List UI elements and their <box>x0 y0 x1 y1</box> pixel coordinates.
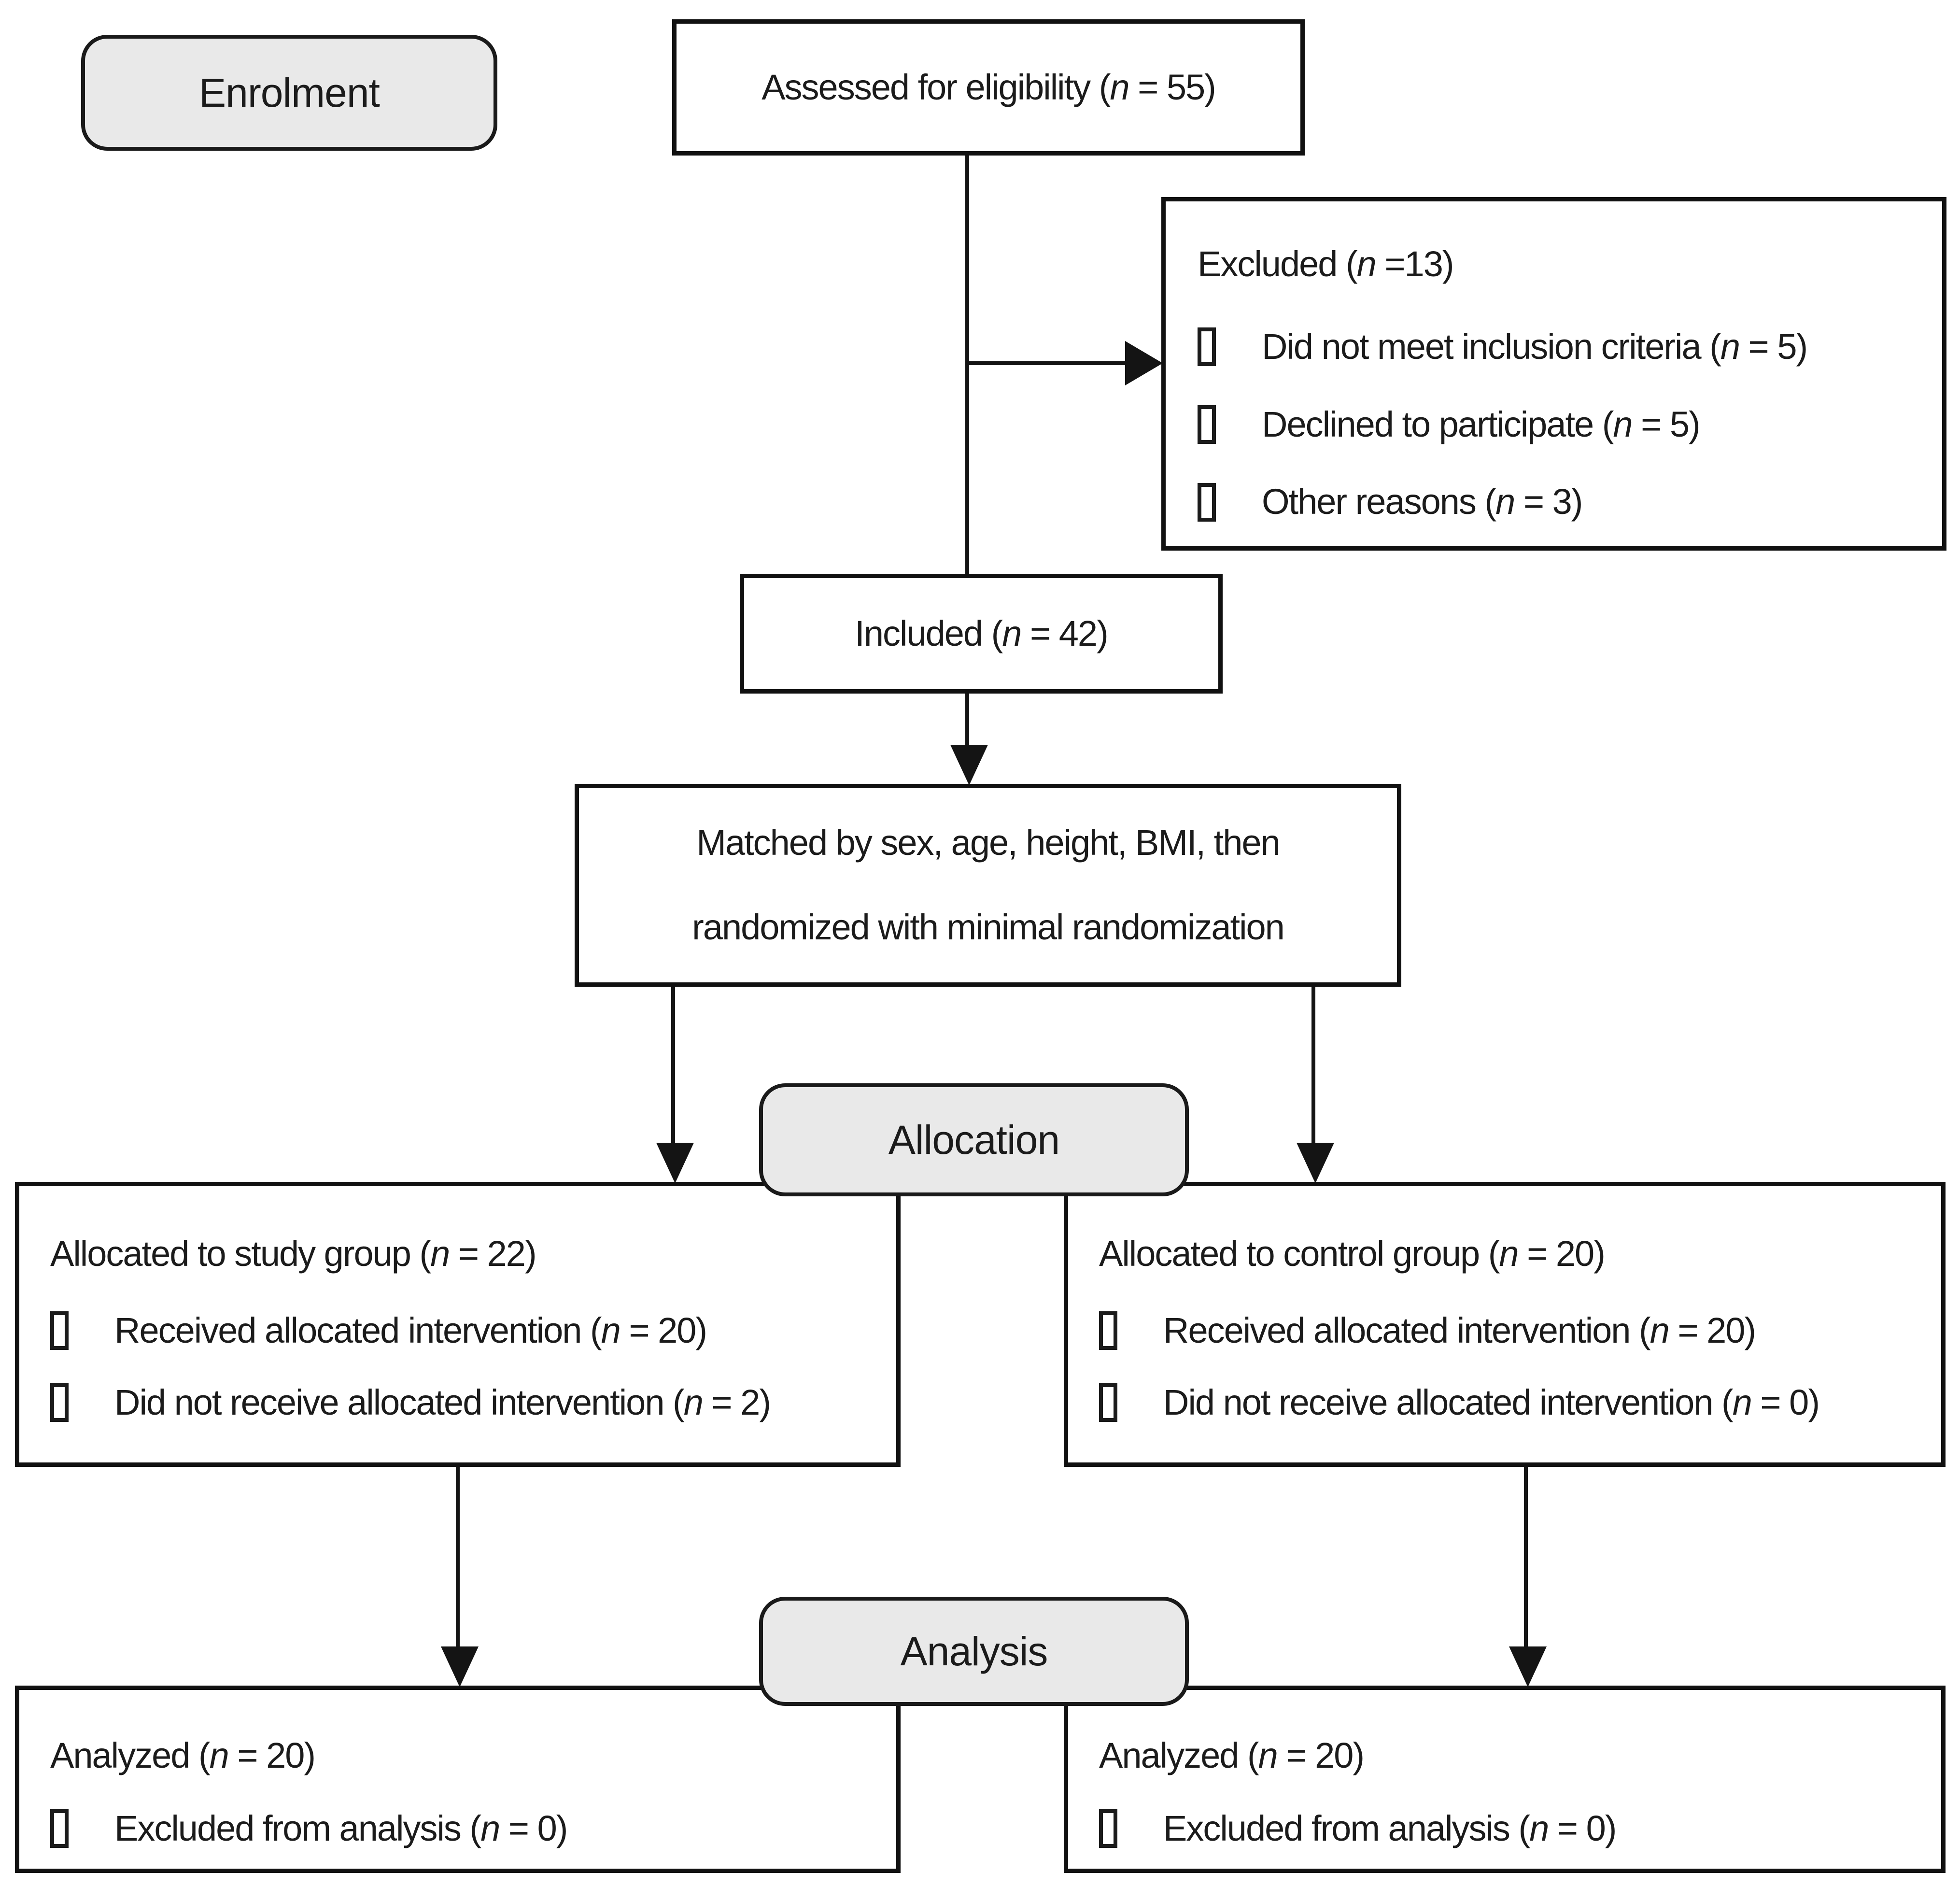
list-item: Declined to participate (n = 5) <box>1198 403 1923 446</box>
control-allocation-box: Allocated to control group (n = 20) Rece… <box>1064 1182 1946 1467</box>
connector-matched-to-study <box>671 987 675 1146</box>
connector-matched-to-control <box>1311 987 1315 1146</box>
excluded-item-text: Did not meet inclusion criteria (n = 5) <box>1262 326 1808 367</box>
study-analysis-box: Analyzed (n = 20) Excluded from analysis… <box>15 1686 901 1873</box>
control-analysis-box: Analyzed (n = 20) Excluded from analysis… <box>1064 1686 1946 1873</box>
excluded-item-text: Declined to participate (n = 5) <box>1262 404 1701 444</box>
arrowhead-matched-icon <box>950 745 988 785</box>
connector-included-to-matched <box>965 694 969 749</box>
excluded-title: Excluded (n =13) <box>1198 244 1454 284</box>
list-item: Received allocated intervention (n = 20) <box>50 1309 882 1352</box>
enrolment-banner-label: Enrolment <box>199 70 380 115</box>
arrowhead-excluded-icon <box>1125 341 1163 385</box>
bullet-square-icon <box>50 1809 69 1848</box>
bullet-square-icon <box>1099 1809 1117 1848</box>
excluded-item-text: Other reasons (n = 3) <box>1262 482 1583 522</box>
randomization-box: Matched by sex, age, height, BMI, then r… <box>575 784 1401 987</box>
analysis-banner: Analysis <box>759 1597 1189 1706</box>
study-allocation-title: Allocated to study group (n = 22) <box>50 1234 537 1274</box>
list-item: Did not meet inclusion criteria (n = 5) <box>1198 326 1923 369</box>
study-allocation-box: Allocated to study group (n = 22) Receiv… <box>15 1182 901 1467</box>
bullet-square-icon <box>1099 1383 1117 1422</box>
control-analysis-item-text: Excluded from analysis (n = 0) <box>1163 1808 1617 1848</box>
arrowhead-control-allocation-icon <box>1297 1143 1334 1183</box>
list-item: Did not receive allocated intervention (… <box>50 1381 882 1424</box>
included-text: Included (n = 42) <box>855 613 1108 653</box>
arrowhead-study-analysis-icon <box>441 1646 479 1687</box>
study-allocation-item-text: Received allocated intervention (n = 20) <box>114 1310 707 1350</box>
list-item: Did not receive allocated intervention (… <box>1099 1381 1927 1424</box>
list-item: Excluded from analysis (n = 0) <box>1099 1807 1927 1850</box>
arrowhead-study-allocation-icon <box>656 1143 694 1183</box>
analysis-banner-label: Analysis <box>900 1628 1048 1674</box>
bullet-square-icon <box>1198 405 1216 444</box>
connector-study-to-analysis <box>456 1467 460 1649</box>
bullet-square-icon <box>50 1311 69 1350</box>
study-analysis-item-text: Excluded from analysis (n = 0) <box>114 1808 568 1848</box>
connector-control-to-analysis <box>1524 1467 1528 1649</box>
allocation-banner: Allocation <box>759 1083 1189 1196</box>
control-allocation-item-text: Received allocated intervention (n = 20) <box>1163 1310 1756 1350</box>
connector-branch-to-excluded <box>967 361 1129 365</box>
allocation-banner-label: Allocation <box>888 1117 1060 1163</box>
bullet-square-icon <box>50 1383 69 1422</box>
randomization-text-line1: Matched by sex, age, height, BMI, then <box>696 823 1280 863</box>
study-analysis-title: Analyzed (n = 20) <box>50 1735 316 1775</box>
control-allocation-title: Allocated to control group (n = 20) <box>1099 1234 1606 1274</box>
bullet-square-icon <box>1198 327 1216 367</box>
bullet-square-icon <box>1198 482 1216 522</box>
randomization-text-line2: randomized with minimal randomization <box>692 907 1285 947</box>
enrolment-banner: Enrolment <box>81 35 497 151</box>
control-analysis-title: Analyzed (n = 20) <box>1099 1735 1365 1775</box>
list-item: Excluded from analysis (n = 0) <box>50 1807 882 1850</box>
bullet-square-icon <box>1099 1311 1117 1350</box>
arrowhead-control-analysis-icon <box>1509 1646 1547 1687</box>
assessed-box: Assessed for eligibility (n = 55) <box>672 19 1305 156</box>
control-allocation-item-text: Did not receive allocated intervention (… <box>1163 1382 1820 1422</box>
assessed-text: Assessed for eligibility (n = 55) <box>761 67 1216 107</box>
list-item: Other reasons (n = 3) <box>1198 481 1923 524</box>
included-box: Included (n = 42) <box>740 574 1223 694</box>
excluded-box: Excluded (n =13) Did not meet inclusion … <box>1161 197 1946 551</box>
list-item: Received allocated intervention (n = 20) <box>1099 1309 1927 1352</box>
study-allocation-item-text: Did not receive allocated intervention (… <box>114 1382 771 1422</box>
